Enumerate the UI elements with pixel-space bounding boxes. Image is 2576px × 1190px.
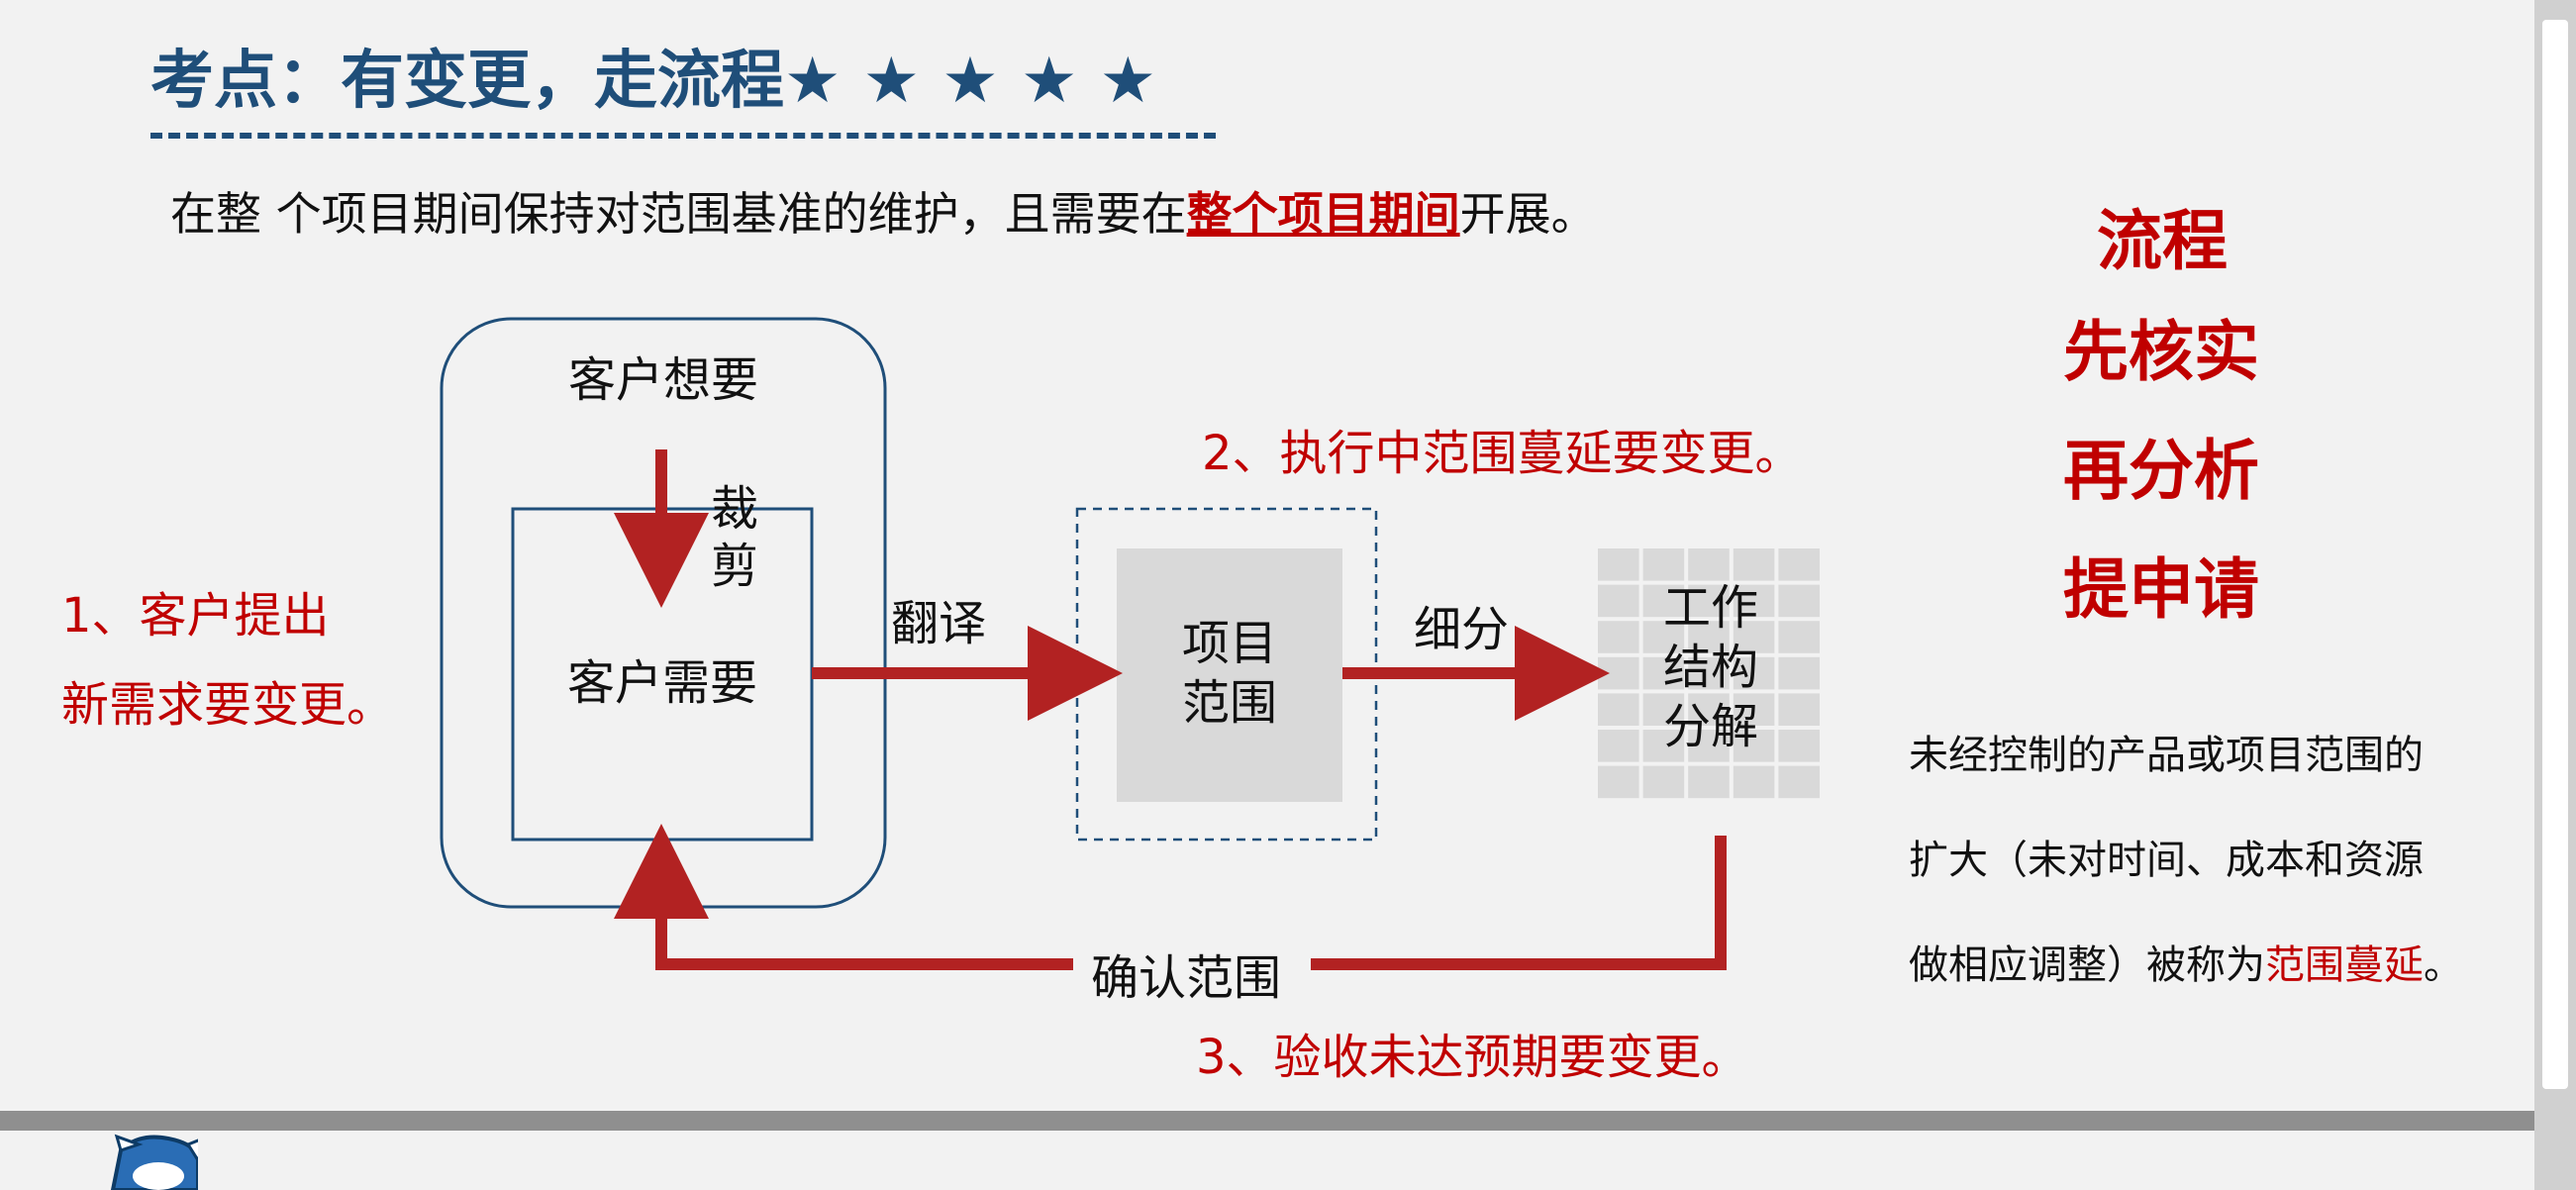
wbs-cell bbox=[1642, 621, 1685, 653]
wbs-cell bbox=[1688, 765, 1730, 799]
change-note-1-line1: 1、客户提出 bbox=[61, 588, 330, 644]
definition-line3: 做相应调整）被称为范围蔓延。 bbox=[1909, 933, 2463, 990]
scope-diagram bbox=[440, 317, 1820, 970]
wbs-cell bbox=[1778, 765, 1820, 799]
translate-label: 翻译 bbox=[891, 596, 987, 651]
wbs-cell bbox=[1733, 693, 1775, 726]
wbs-cell bbox=[1778, 621, 1820, 653]
wbs-cell bbox=[1598, 765, 1639, 799]
project-scope-label: 项目 范围 bbox=[1117, 614, 1342, 733]
scope-creep-term: 范围蔓延 bbox=[2265, 942, 2424, 988]
customer-needs-label: 客户需要 bbox=[566, 655, 757, 711]
wbs-cell bbox=[1733, 730, 1775, 762]
slide: 考点：有变更，走流程★ ★ ★ ★ ★ 在整 个项目期间保持对范围基准的维护，且… bbox=[0, 0, 2534, 1111]
process-step-apply: 提申请 bbox=[2063, 551, 2259, 628]
confirm-loop-left bbox=[614, 824, 1073, 970]
slide-title: 考点：有变更，走流程★ ★ ★ ★ ★ bbox=[150, 45, 1156, 118]
project-scope-line1: 项目 bbox=[1181, 616, 1277, 671]
wbs-line1: 工作 bbox=[1662, 580, 1758, 636]
definition-line3-after: 。 bbox=[2424, 942, 2463, 988]
wbs-cell bbox=[1778, 693, 1820, 726]
process-step-verify: 先核实 bbox=[2063, 314, 2259, 390]
wbs-cell bbox=[1598, 548, 1639, 581]
customer-wants-label: 客户想要 bbox=[567, 352, 758, 408]
subdivide-label: 细分 bbox=[1414, 602, 1510, 657]
wbs-grid bbox=[1598, 548, 1820, 799]
title-underline bbox=[150, 133, 1216, 139]
wbs-cell bbox=[1688, 693, 1730, 726]
confirm-scope-label: 确认范围 bbox=[1091, 950, 1282, 1006]
wbs-cell bbox=[1598, 584, 1639, 618]
tailor-label-2: 剪 bbox=[711, 539, 759, 594]
tailor-label-1: 裁 bbox=[711, 481, 759, 537]
wbs-cell bbox=[1778, 730, 1820, 762]
wbs-cell bbox=[1778, 656, 1820, 690]
intro-before: 在整 个项目期间保持对范围基准的维护，且需要在 bbox=[170, 187, 1187, 241]
process-heading: 流程 bbox=[2097, 203, 2228, 279]
wbs-cell bbox=[1642, 765, 1685, 799]
wbs-cell bbox=[1688, 548, 1730, 581]
wbs-cell bbox=[1642, 656, 1685, 690]
change-note-1-line2: 新需求要变更。 bbox=[61, 677, 395, 733]
wbs-cell bbox=[1688, 584, 1730, 618]
intro-after: 开展。 bbox=[1459, 187, 1597, 241]
wbs-cell bbox=[1733, 584, 1775, 618]
definition-line1: 未经控制的产品或项目范围的 bbox=[1909, 733, 2424, 778]
definition-line2: 扩大（未对时间、成本和资源 bbox=[1909, 838, 2424, 883]
wbs-cell bbox=[1778, 548, 1820, 581]
wbs-label: 工作 结构 分解 bbox=[1598, 578, 1824, 756]
vertical-scrollbar[interactable] bbox=[2534, 0, 2576, 1190]
wbs-cell bbox=[1688, 621, 1730, 653]
wbs-cell bbox=[1733, 765, 1775, 799]
wbs-cell bbox=[1688, 730, 1730, 762]
scrollbar-thumb[interactable] bbox=[2542, 20, 2568, 1089]
process-step-analyze: 再分析 bbox=[2063, 433, 2259, 509]
wbs-line3: 分解 bbox=[1662, 699, 1758, 754]
wbs-line2: 结构 bbox=[1662, 640, 1758, 695]
wbs-cell bbox=[1733, 548, 1775, 581]
wbs-cell bbox=[1642, 730, 1685, 762]
project-scope-box bbox=[1117, 548, 1342, 802]
wbs-cell bbox=[1733, 656, 1775, 690]
intro-text: 在整 个项目期间保持对范围基准的维护，且需要在整个项目期间开展。 bbox=[170, 178, 1597, 244]
wbs-cell bbox=[1642, 548, 1685, 581]
wbs-cell bbox=[1688, 656, 1730, 690]
wbs-cell bbox=[1598, 730, 1639, 762]
change-note-3: 3、验收未达预期要变更。 bbox=[1196, 1030, 1749, 1085]
wbs-cell bbox=[1642, 584, 1685, 618]
intro-emphasis: 整个项目期间 bbox=[1186, 187, 1460, 241]
definition-line3-before: 做相应调整）被称为 bbox=[1909, 942, 2265, 988]
mascot-icon bbox=[110, 1134, 211, 1190]
project-scope-line2: 范围 bbox=[1181, 675, 1277, 731]
confirm-loop-right bbox=[1311, 836, 1727, 970]
next-slide-preview[interactable] bbox=[0, 1131, 2534, 1190]
wbs-cell bbox=[1733, 621, 1775, 653]
wbs-cell bbox=[1778, 584, 1820, 618]
wbs-cell bbox=[1642, 693, 1685, 726]
change-note-2: 2、执行中范围蔓延要变更。 bbox=[1202, 426, 1803, 481]
